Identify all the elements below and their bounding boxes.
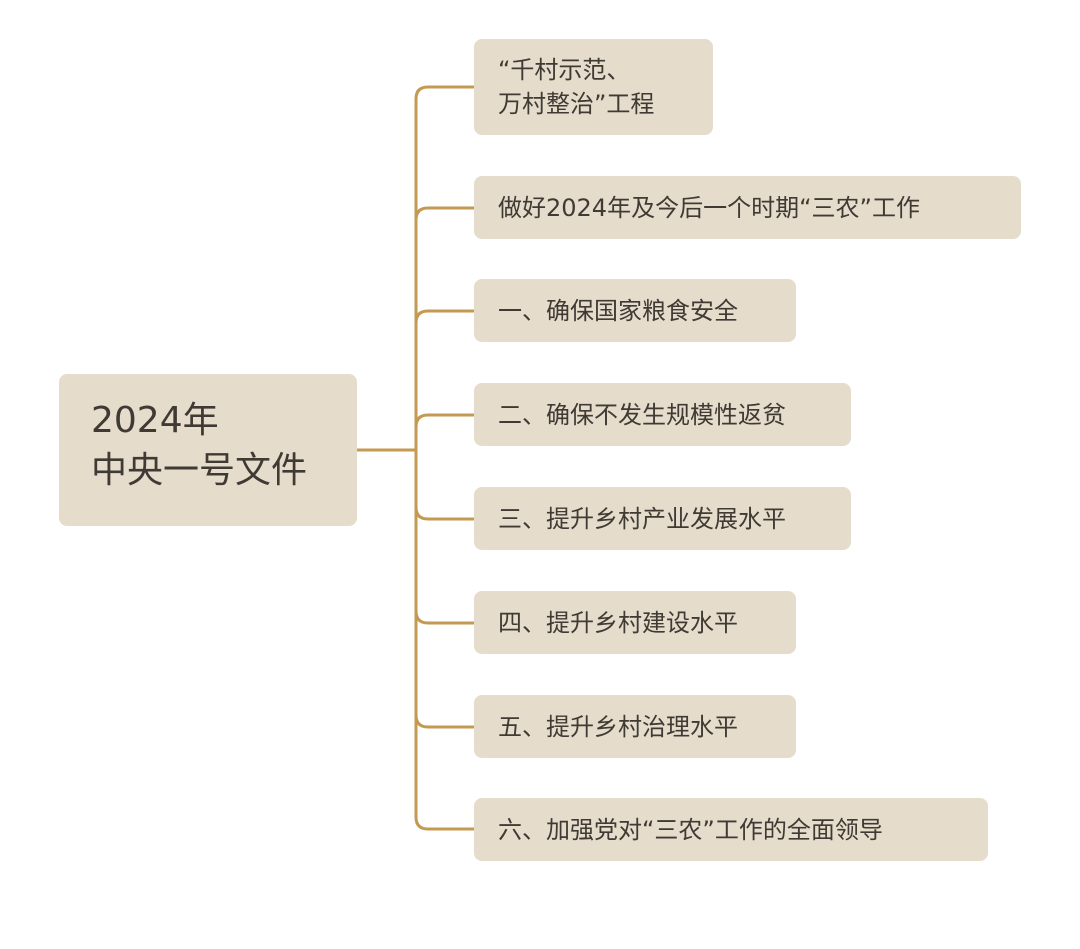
branch-connector bbox=[414, 816, 474, 831]
branch-node-poverty-prevention: 二、确保不发生规模性返贫 bbox=[474, 383, 851, 446]
branch-label: 三、提升乡村产业发展水平 bbox=[498, 504, 786, 533]
branch-label-line: “千村示范、 bbox=[498, 56, 631, 84]
branch-node-sannong-work: 做好2024年及今后一个时期“三农”工作 bbox=[474, 176, 1021, 239]
branch-connector bbox=[414, 309, 474, 324]
branch-connector bbox=[414, 506, 474, 521]
branch-node-rural-industry: 三、提升乡村产业发展水平 bbox=[474, 487, 851, 550]
branch-label: 四、提升乡村建设水平 bbox=[498, 608, 738, 637]
branch-node-village-project: “千村示范、 万村整治”工程 bbox=[474, 39, 713, 135]
branch-node-party-leadership: 六、加强党对“三农”工作的全面领导 bbox=[474, 798, 988, 861]
branch-label: 做好2024年及今后一个时期“三农”工作 bbox=[498, 193, 920, 222]
branch-connector bbox=[414, 413, 474, 428]
branch-label: 五、提升乡村治理水平 bbox=[498, 712, 738, 741]
root-title-line-2: 中央一号文件 bbox=[91, 450, 308, 491]
root-title-line-1: 2024年 bbox=[91, 400, 219, 441]
branch-label: 一、确保国家粮食安全 bbox=[498, 296, 738, 325]
branch-node-food-security: 一、确保国家粮食安全 bbox=[474, 279, 796, 342]
branch-connector bbox=[414, 206, 474, 221]
branch-label-line: 万村整治”工程 bbox=[498, 90, 655, 118]
branch-node-rural-construction: 四、提升乡村建设水平 bbox=[474, 591, 796, 654]
branch-connector bbox=[414, 610, 474, 625]
branch-node-rural-governance: 五、提升乡村治理水平 bbox=[474, 695, 796, 758]
branch-connector bbox=[414, 714, 474, 729]
branch-label: 二、确保不发生规模性返贫 bbox=[498, 400, 786, 429]
branch-connector bbox=[414, 85, 474, 100]
root-node: 2024年 中央一号文件 bbox=[59, 374, 357, 526]
branch-label: 六、加强党对“三农”工作的全面领导 bbox=[498, 815, 883, 844]
